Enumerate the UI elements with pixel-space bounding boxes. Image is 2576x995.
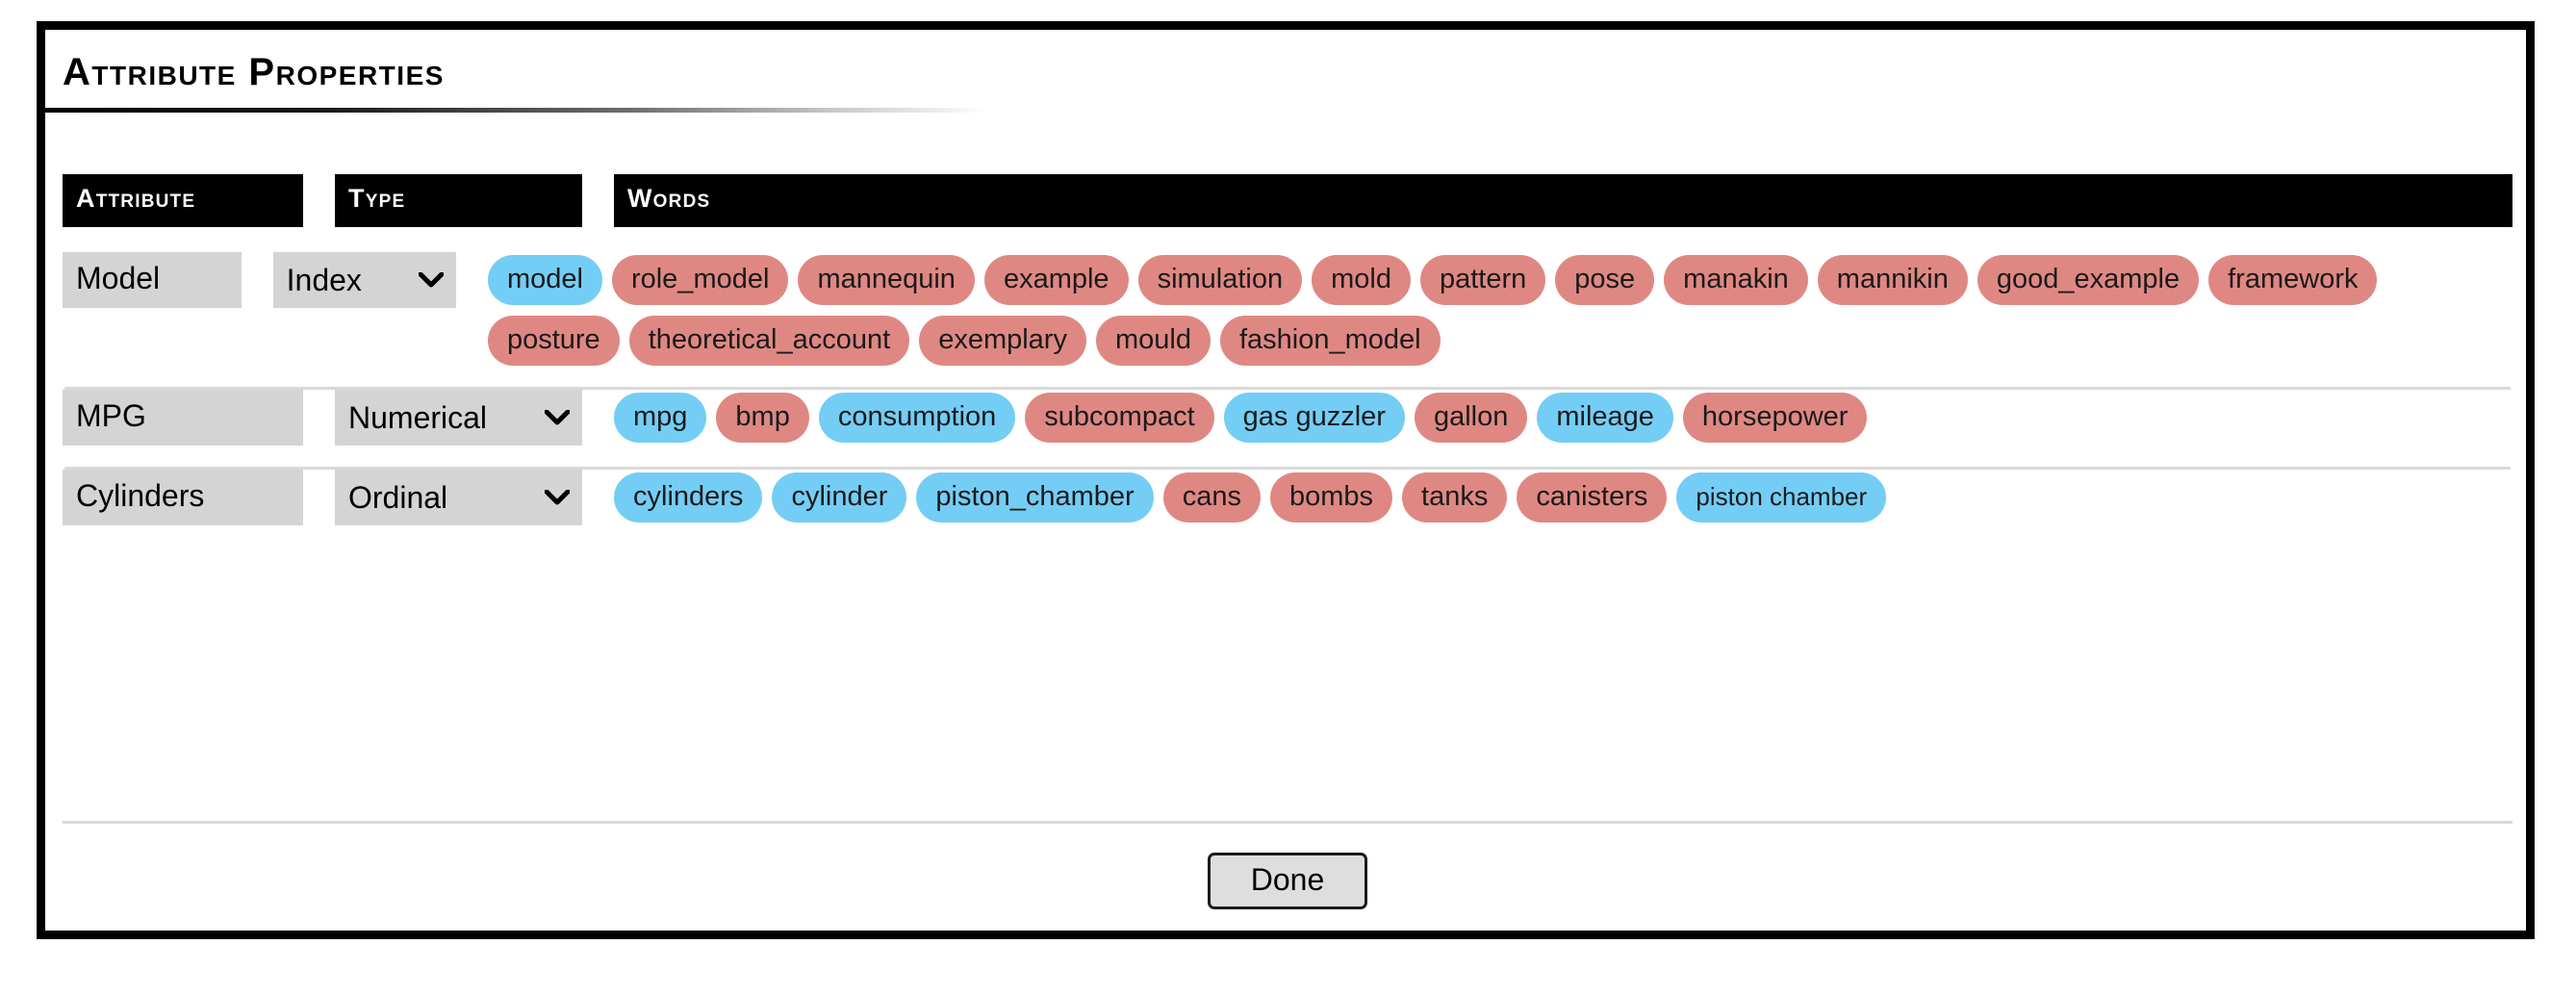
column-header-type: Type	[335, 174, 582, 227]
word-pill[interactable]: posture	[487, 316, 620, 366]
chevron-down-icon	[545, 489, 570, 506]
word-pill[interactable]: framework	[2208, 255, 2378, 305]
word-pill[interactable]: cylinder	[772, 472, 907, 523]
word-pill[interactable]: mileage	[1537, 393, 1673, 443]
word-pill[interactable]: simulation	[1137, 255, 1303, 305]
column-header-words: Words	[614, 174, 2512, 227]
chevron-down-icon	[545, 409, 570, 426]
word-pill[interactable]: pose	[1555, 255, 1655, 305]
word-pill[interactable]: manakin	[1664, 255, 1808, 305]
word-pill[interactable]: model	[487, 255, 602, 305]
table-header-row: Attribute Type Words	[63, 174, 2512, 227]
type-select-value: Ordinal	[348, 479, 448, 515]
word-pill[interactable]: cylinders	[614, 472, 763, 523]
row-divider	[64, 467, 2511, 470]
word-pill[interactable]: bombs	[1269, 472, 1393, 523]
footer-divider	[63, 821, 2512, 824]
chevron-down-icon	[418, 271, 444, 289]
word-pill[interactable]: consumption	[818, 393, 1016, 443]
word-pill[interactable]: fashion_model	[1219, 316, 1441, 366]
done-button[interactable]: Done	[1207, 853, 1368, 909]
title-underline	[45, 108, 988, 113]
word-pill[interactable]: exemplary	[919, 316, 1086, 366]
word-pill[interactable]: pattern	[1419, 255, 1546, 305]
type-select-cylinders[interactable]: Ordinal	[335, 470, 582, 525]
word-pill[interactable]: example	[983, 255, 1129, 305]
attribute-name-cylinders: Cylinders	[63, 470, 303, 525]
type-select-mpg[interactable]: Numerical	[335, 390, 582, 446]
word-pill[interactable]: tanks	[1402, 472, 1508, 523]
word-pill[interactable]: good_example	[1977, 255, 2200, 305]
word-pill[interactable]: gallon	[1414, 393, 1528, 443]
type-select-model[interactable]: Index	[272, 252, 456, 308]
word-pill[interactable]: mannikin	[1817, 255, 1968, 305]
type-select-value: Numerical	[348, 399, 488, 435]
word-pill[interactable]: mold	[1312, 255, 1411, 305]
column-header-attribute: Attribute	[63, 174, 303, 227]
row-divider	[64, 387, 2511, 390]
page-title: Attribute Properties	[63, 51, 445, 93]
word-pill[interactable]: theoretical_account	[628, 316, 910, 366]
word-pill[interactable]: horsepower	[1682, 393, 1868, 443]
attribute-name-model: Model	[63, 252, 242, 308]
word-pill[interactable]: subcompact	[1025, 393, 1214, 443]
panel-footer: Done	[63, 821, 2512, 909]
word-pill[interactable]: bmp	[716, 393, 809, 443]
word-pill[interactable]: role_model	[611, 255, 789, 305]
type-select-value: Index	[286, 262, 362, 297]
word-pill[interactable]: gas guzzler	[1223, 393, 1405, 443]
attribute-name-mpg: MPG	[63, 390, 303, 446]
word-pill[interactable]: piston chamber	[1676, 472, 1887, 523]
word-pill[interactable]: piston_chamber	[916, 472, 1154, 523]
attribute-properties-panel: Attribute Properties Attribute Type Word…	[37, 21, 2535, 939]
word-pill[interactable]: mannequin	[798, 255, 975, 305]
word-pill[interactable]: mould	[1095, 316, 1211, 366]
word-pill[interactable]: mpg	[614, 393, 707, 443]
word-pill[interactable]: canisters	[1517, 472, 1668, 523]
word-pill[interactable]: cans	[1162, 472, 1261, 523]
panel-header: Attribute Properties	[45, 30, 2526, 113]
